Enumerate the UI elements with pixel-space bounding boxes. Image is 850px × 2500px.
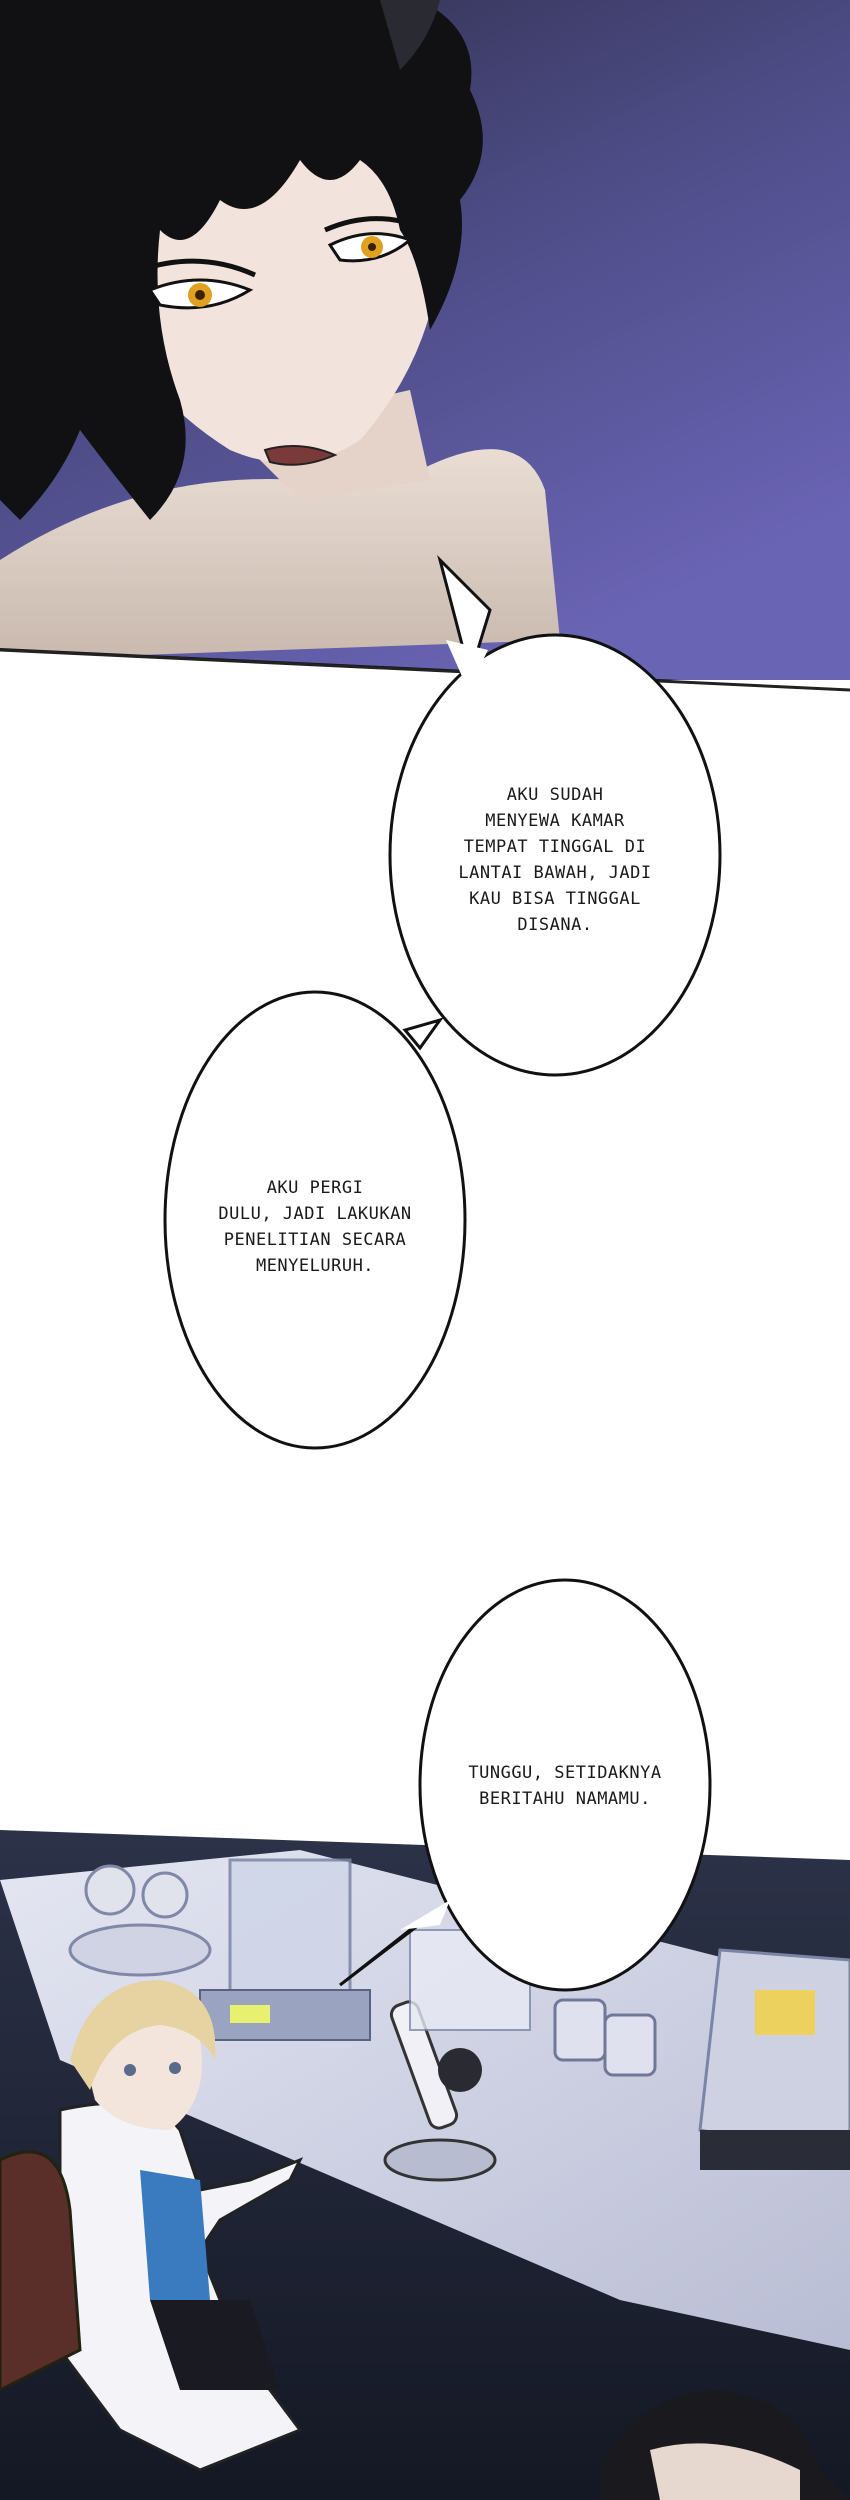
- machine-display-icon: [755, 1990, 815, 2035]
- speech-bubble-tail-3-mask: [400, 1900, 450, 1930]
- microscope-stage-shape: [68, 1923, 212, 1977]
- panel-bottom-artwork: [0, 1830, 850, 2500]
- black-skirt-shape: [150, 2300, 280, 2390]
- panel-top-character-closeup: [0, 0, 850, 680]
- panel-bottom-lab-scene: [0, 1830, 850, 2500]
- woman-eye-icon: [124, 2064, 136, 2076]
- speech-bubble-tail-1-mask: [446, 640, 488, 690]
- speech-text-3: TUNGGU, SETIDAKNYA BERITAHU NAMAMU.: [468, 1763, 662, 1809]
- beaker-icon: [603, 2013, 657, 2077]
- speech-bubble-3: [418, 1578, 712, 1992]
- hair-shape: [0, 0, 483, 520]
- balance-base-shape: [199, 1989, 371, 2041]
- speech-bubble-2: [163, 990, 467, 1450]
- speech-bubble-tail-1: [437, 555, 492, 681]
- panel-top-artwork: [0, 0, 850, 680]
- microscope-body-shape: [389, 2000, 459, 2130]
- speech-bubble-1: [388, 633, 722, 1077]
- left-brow-shape: [139, 258, 257, 278]
- office-chair-shape: [0, 2150, 82, 2392]
- blue-top-shape: [140, 2170, 210, 2300]
- mouth-shape: [263, 445, 338, 466]
- woman-eye-icon: [169, 2062, 181, 2074]
- right-pupil-shape: [368, 243, 376, 251]
- machine-tray-shape: [700, 2130, 850, 2170]
- blonde-hair-shape: [70, 1980, 216, 2090]
- microscope-knob-icon: [438, 2048, 482, 2092]
- man-face-shape: [650, 2443, 800, 2500]
- microscope-base-shape: [383, 2138, 497, 2182]
- microscope-lens-icon: [141, 1871, 189, 1919]
- balance-display-icon: [230, 2005, 270, 2023]
- microscope-lens-icon: [84, 1864, 136, 1916]
- balance-enclosure-shape: [228, 1858, 352, 2002]
- right-brow-shape: [323, 216, 416, 233]
- speech-text-1: AKU SUDAH MENYEWA KAMAR TEMPAT TINGGAL D…: [458, 785, 652, 935]
- left-pupil-shape: [195, 290, 205, 300]
- speech-bubble-connector: [402, 1017, 444, 1051]
- speech-text-2: AKU PERGI DULU, JADI LAKUKAN PENELITIAN …: [218, 1178, 412, 1276]
- hair-strand-shape: [380, 0, 440, 70]
